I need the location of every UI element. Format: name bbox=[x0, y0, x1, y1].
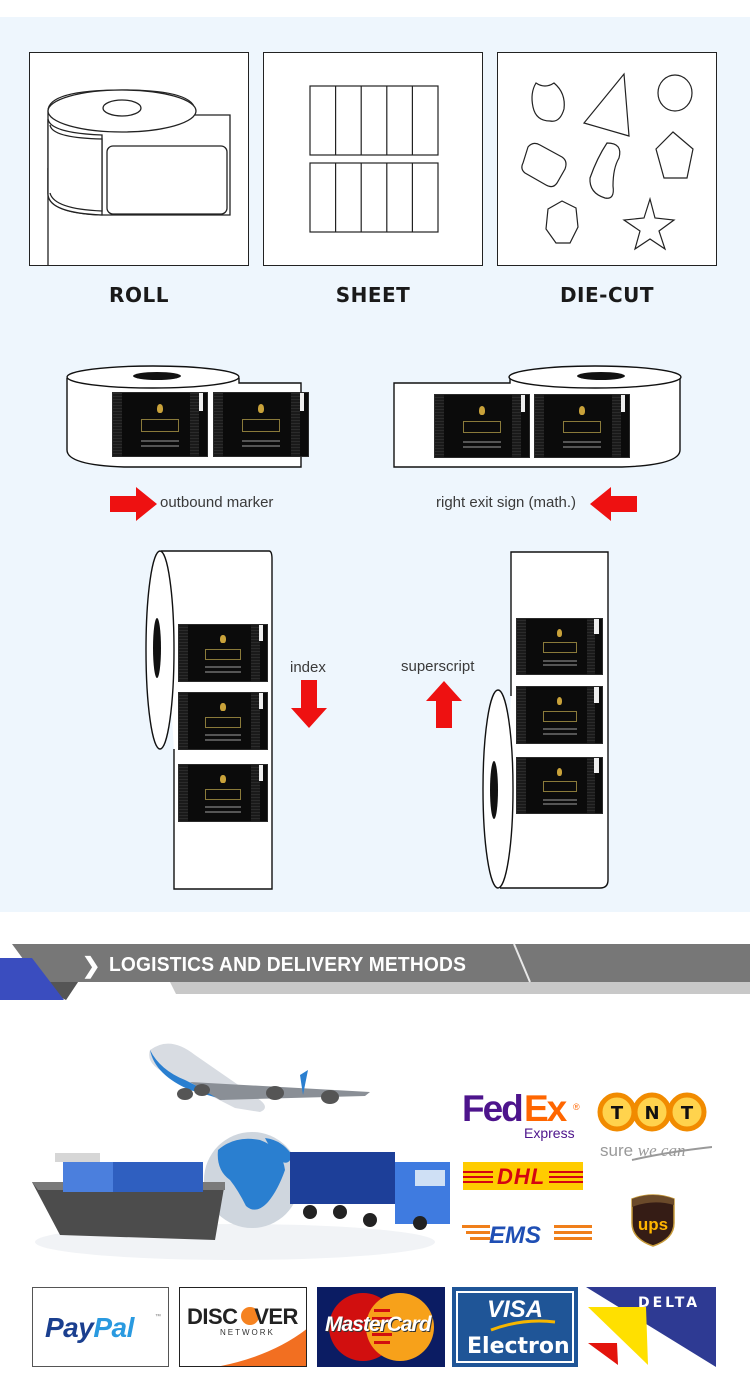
svg-text:T: T bbox=[681, 1103, 694, 1124]
unwind-direction-up bbox=[480, 550, 610, 892]
svg-text:ups: ups bbox=[638, 1215, 668, 1234]
sample-label bbox=[516, 686, 603, 744]
unwind-direction-out-left bbox=[392, 358, 684, 470]
sheet-label: SHEET bbox=[335, 283, 411, 307]
mastercard-logo: MasterCard bbox=[317, 1287, 445, 1367]
sample-label bbox=[534, 394, 630, 458]
airplane-globe-ship-truck-illustration bbox=[20, 1030, 453, 1270]
arrow-down-icon bbox=[291, 680, 327, 728]
ems-logo: EMS bbox=[462, 1222, 592, 1249]
sample-label bbox=[178, 624, 268, 682]
logistics-section-banner bbox=[0, 942, 750, 1002]
sample-label bbox=[178, 764, 268, 822]
sample-label bbox=[434, 394, 530, 458]
arrow-up-icon bbox=[426, 681, 462, 728]
arrow-left-icon bbox=[587, 487, 637, 521]
svg-text:T: T bbox=[611, 1103, 624, 1124]
arrow-right-icon bbox=[110, 487, 160, 521]
visa-electron-logo: VISA Electron bbox=[452, 1287, 578, 1367]
roll-type-card bbox=[29, 52, 249, 266]
fedex-logo: Fed Ex ® Express bbox=[462, 1088, 580, 1141]
direction-label-outbound: outbound marker bbox=[160, 494, 274, 511]
die-cut-type-card bbox=[497, 52, 717, 266]
die-cut-shapes-icon bbox=[521, 72, 694, 251]
logistics-section-title: LOGISTICS AND DELIVERY METHODS bbox=[109, 954, 467, 976]
delta-logo: DELTA bbox=[586, 1287, 716, 1367]
direction-label-index: index bbox=[290, 659, 326, 676]
paypal-logo: PayPal ™ bbox=[32, 1287, 169, 1367]
unwind-direction-down bbox=[143, 549, 273, 891]
direction-label-superscript: superscript bbox=[401, 658, 475, 675]
sample-label bbox=[516, 618, 603, 675]
sample-label bbox=[112, 392, 208, 457]
svg-text:N: N bbox=[644, 1103, 659, 1124]
ups-logo: ups bbox=[630, 1193, 676, 1247]
unwind-direction-out-right bbox=[64, 358, 309, 470]
sample-label bbox=[516, 757, 603, 814]
discover-logo: DISCOVER NETWORK bbox=[179, 1287, 307, 1367]
sample-label bbox=[178, 692, 268, 750]
sheet-type-card bbox=[263, 52, 483, 266]
dhl-logo: DHL bbox=[463, 1162, 583, 1190]
chevron-right-icon: ❯ bbox=[82, 953, 101, 978]
direction-label-right-exit: right exit sign (math.) bbox=[436, 494, 577, 511]
roll-icon bbox=[47, 89, 231, 265]
roll-label: ROLL bbox=[109, 283, 169, 307]
sample-label bbox=[213, 392, 309, 457]
sheet-icon bbox=[309, 85, 439, 233]
die-cut-label: DIE-CUT bbox=[559, 283, 655, 307]
